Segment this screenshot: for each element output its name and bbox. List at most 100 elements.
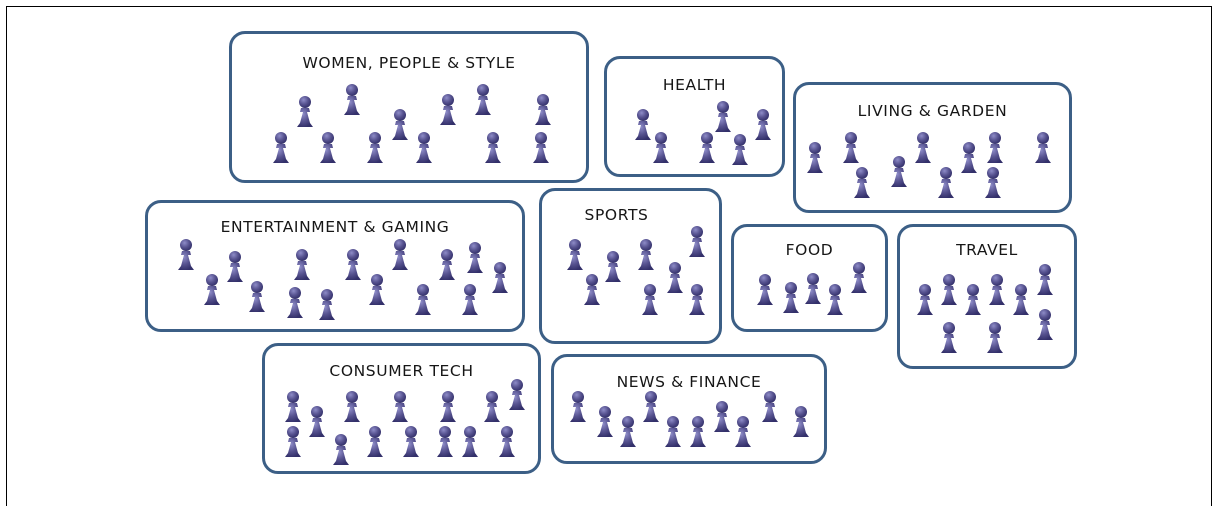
person-icon (850, 261, 868, 295)
person-icon (439, 93, 457, 127)
person-icon (368, 273, 386, 307)
group-title: TRAVEL (956, 241, 1018, 259)
group-title: NEWS & FINANCE (616, 373, 762, 391)
person-icon (343, 83, 361, 117)
person-icon (688, 225, 706, 259)
person-icon (344, 248, 362, 282)
person-icon (619, 415, 637, 449)
person-icon (714, 100, 732, 134)
person-icon (319, 131, 337, 165)
person-icon (984, 166, 1002, 200)
person-icon (634, 108, 652, 142)
person-icon (637, 238, 655, 272)
group-title: HEALTH (662, 76, 727, 94)
person-icon (914, 131, 932, 165)
person-icon (937, 166, 955, 200)
person-icon (293, 248, 311, 282)
person-icon (284, 425, 302, 459)
person-icon (826, 283, 844, 317)
person-icon (641, 283, 659, 317)
person-icon (436, 425, 454, 459)
person-icon (414, 283, 432, 317)
person-icon (806, 141, 824, 175)
person-icon (761, 390, 779, 424)
person-icon (853, 166, 871, 200)
person-icon (1036, 263, 1054, 297)
person-icon (226, 250, 244, 284)
person-icon (1034, 131, 1052, 165)
person-icon (415, 131, 433, 165)
group-entertainment-gaming: ENTERTAINMENT & GAMING (145, 200, 525, 332)
group-news-finance: NEWS & FINANCE (551, 354, 827, 464)
person-icon (318, 288, 336, 322)
person-icon (532, 131, 550, 165)
person-icon (439, 390, 457, 424)
person-icon (343, 390, 361, 424)
person-icon (483, 390, 501, 424)
person-icon (583, 273, 601, 307)
person-icon (986, 321, 1004, 355)
person-icon (596, 405, 614, 439)
person-icon (960, 141, 978, 175)
person-icon (177, 238, 195, 272)
person-icon (940, 273, 958, 307)
person-icon (491, 261, 509, 295)
person-icon (366, 425, 384, 459)
person-icon (391, 108, 409, 142)
person-icon (713, 400, 731, 434)
person-icon (916, 283, 934, 317)
person-icon (756, 273, 774, 307)
person-icon (484, 131, 502, 165)
person-icon (272, 131, 290, 165)
group-title: FOOD (785, 241, 834, 259)
person-icon (734, 415, 752, 449)
person-icon (296, 95, 314, 129)
person-icon (569, 390, 587, 424)
person-icon (652, 131, 670, 165)
group-title: CONSUMER TECH (329, 362, 474, 380)
group-women-people-style: WOMEN, PEOPLE & STYLE (229, 31, 589, 183)
person-icon (498, 425, 516, 459)
group-consumer-tech: CONSUMER TECH (262, 343, 541, 474)
person-icon (664, 415, 682, 449)
group-title: WOMEN, PEOPLE & STYLE (302, 54, 516, 72)
person-icon (688, 283, 706, 317)
person-icon (731, 133, 749, 167)
person-icon (366, 131, 384, 165)
group-title: ENTERTAINMENT & GAMING (220, 218, 450, 236)
person-icon (474, 83, 492, 117)
group-title: LIVING & GARDEN (857, 102, 1008, 120)
person-icon (792, 405, 810, 439)
person-icon (1036, 308, 1054, 342)
person-icon (203, 273, 221, 307)
person-icon (284, 390, 302, 424)
person-icon (642, 390, 660, 424)
group-living-garden: LIVING & GARDEN (793, 82, 1072, 213)
person-icon (286, 286, 304, 320)
person-icon (689, 415, 707, 449)
person-icon (988, 273, 1006, 307)
group-sports: SPORTS (539, 188, 722, 344)
person-icon (391, 390, 409, 424)
person-icon (438, 248, 456, 282)
group-health: HEALTH (604, 56, 785, 177)
person-icon (461, 283, 479, 317)
person-icon (782, 281, 800, 315)
person-icon (604, 250, 622, 284)
person-icon (940, 321, 958, 355)
person-icon (804, 272, 822, 306)
person-icon (508, 378, 526, 412)
group-title: SPORTS (584, 206, 649, 224)
person-icon (332, 433, 350, 467)
person-icon (890, 155, 908, 189)
person-icon (566, 238, 584, 272)
person-icon (698, 131, 716, 165)
person-icon (964, 283, 982, 317)
person-icon (1012, 283, 1030, 317)
person-icon (461, 425, 479, 459)
person-icon (754, 108, 772, 142)
person-icon (534, 93, 552, 127)
person-icon (986, 131, 1004, 165)
person-icon (466, 241, 484, 275)
person-icon (402, 425, 420, 459)
